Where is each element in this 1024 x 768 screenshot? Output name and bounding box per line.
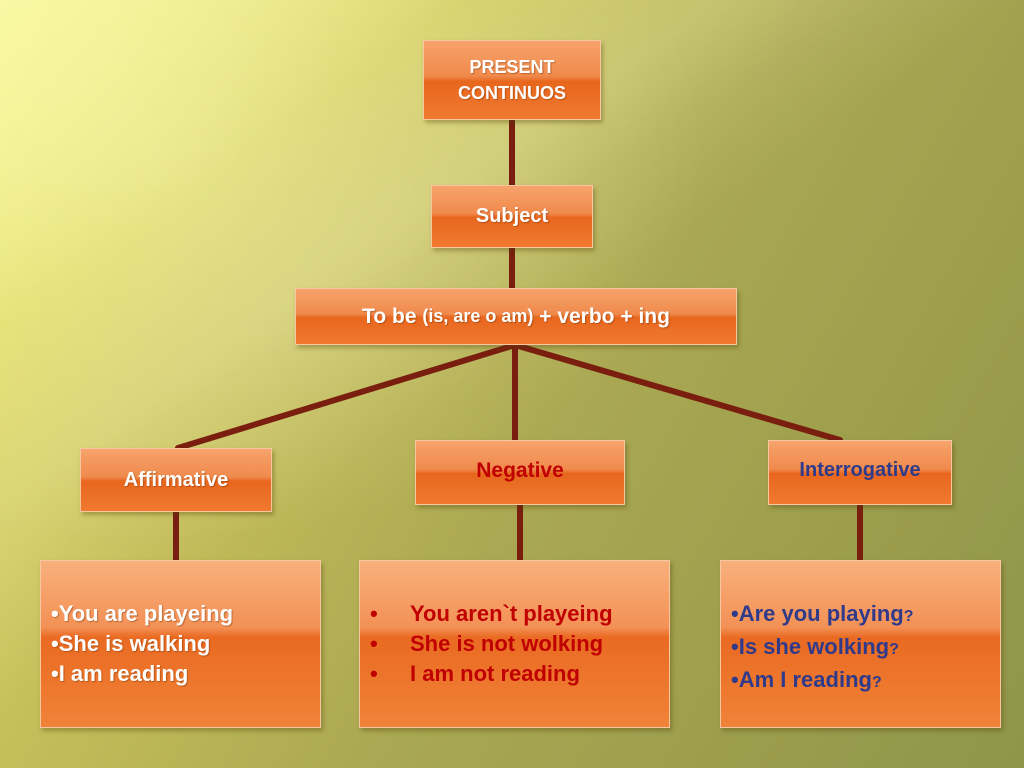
formula-paren: (is, are o am) (422, 306, 534, 326)
negative-examples-box: •You aren`t playeing •She is not wolking… (359, 560, 670, 728)
affirmative-example: •I am reading (51, 661, 189, 686)
negative-example: •I am not reading (370, 659, 669, 689)
title-line-2: CONTINUOS (458, 83, 566, 103)
interrogative-example: •Am I reading? (731, 667, 882, 692)
affirmative-example: •She is walking (51, 631, 211, 656)
negative-example: •You aren`t playeing (370, 599, 669, 629)
interrogative-example: •Is she wolking? (731, 634, 899, 659)
negative-example: •She is not wolking (370, 629, 669, 659)
interrogative-examples-box: •Are you playing? •Is she wolking? •Am I… (720, 560, 1001, 728)
line-formula-affirmative (175, 342, 518, 451)
affirmative-label: Affirmative (123, 468, 229, 491)
interrogative-label: Interrogative (799, 459, 921, 481)
affirmative-examples-box: •You are playeing •She is walking •I am … (40, 560, 321, 728)
negative-label: Negative (476, 459, 564, 482)
formula-box: To be (is, are o am) + verbo + ing (295, 288, 737, 345)
formula-part-2: + verbo + ing (533, 304, 670, 328)
interrogative-box: Interrogative (768, 440, 952, 505)
formula-part-1: To be (362, 304, 423, 328)
subject-box: Subject (431, 185, 593, 248)
bullet: • (370, 601, 378, 626)
subject-label: Subject (475, 205, 549, 227)
negative-box: Negative (415, 440, 625, 505)
bullet: • (370, 661, 378, 686)
affirmative-box: Affirmative (80, 448, 272, 512)
title-line-1: PRESENT (469, 57, 555, 77)
title-box: PRESENT CONTINUOS (423, 40, 601, 120)
bullet: • (370, 631, 378, 656)
affirmative-example: •You are playeing (51, 601, 234, 626)
line-formula-interrogative (512, 342, 843, 443)
interrogative-example: •Are you playing? (731, 601, 914, 626)
